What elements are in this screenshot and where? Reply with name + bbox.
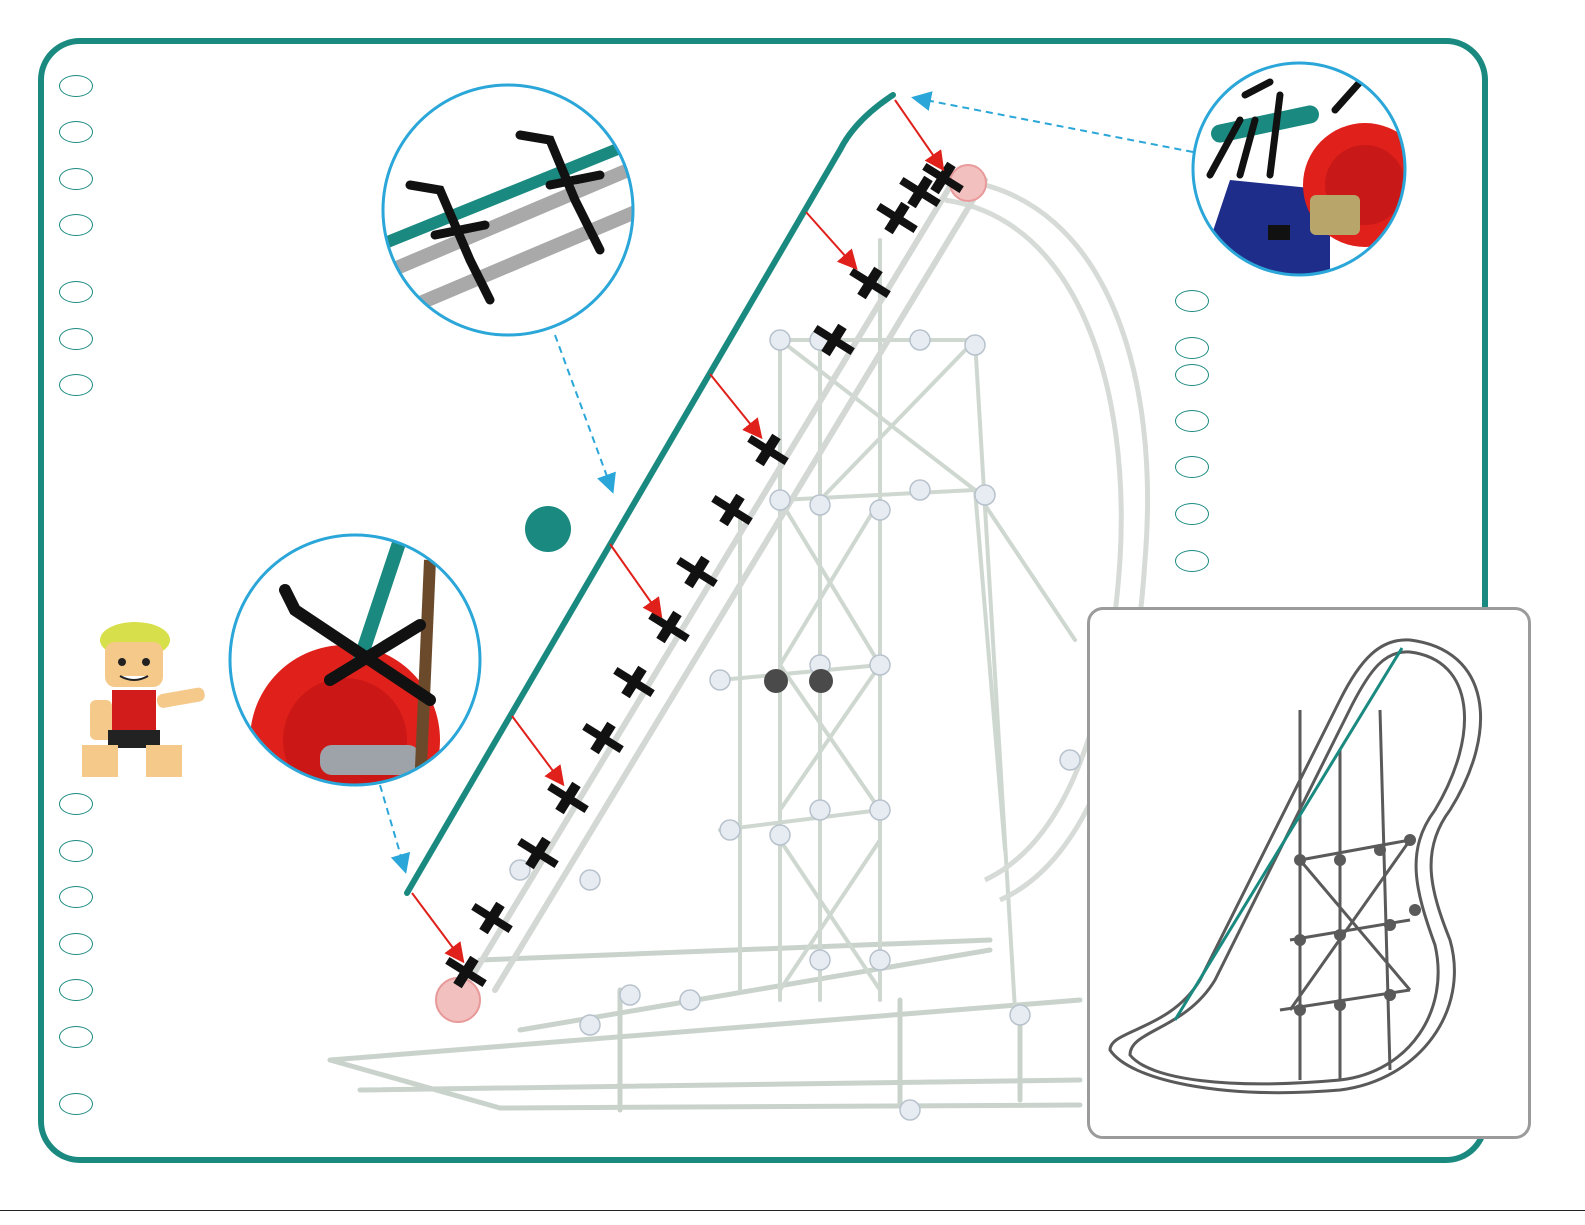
rail-clip-icon: [642, 602, 696, 652]
bottom-rule: [0, 1210, 1585, 1211]
teal-ball-icon: [525, 506, 571, 552]
rail-clip-icon: [741, 425, 795, 475]
builder-character-icon: [82, 622, 206, 777]
overview-inset: [1087, 607, 1531, 1139]
grey-ball-icon: [809, 669, 833, 693]
base-frame: [330, 940, 1080, 1110]
overview-coaster-icon: [1090, 610, 1534, 1142]
callout-upper-left: [380, 80, 640, 340]
tower-frame: [720, 240, 1075, 1010]
grey-ball-icon: [764, 669, 788, 693]
